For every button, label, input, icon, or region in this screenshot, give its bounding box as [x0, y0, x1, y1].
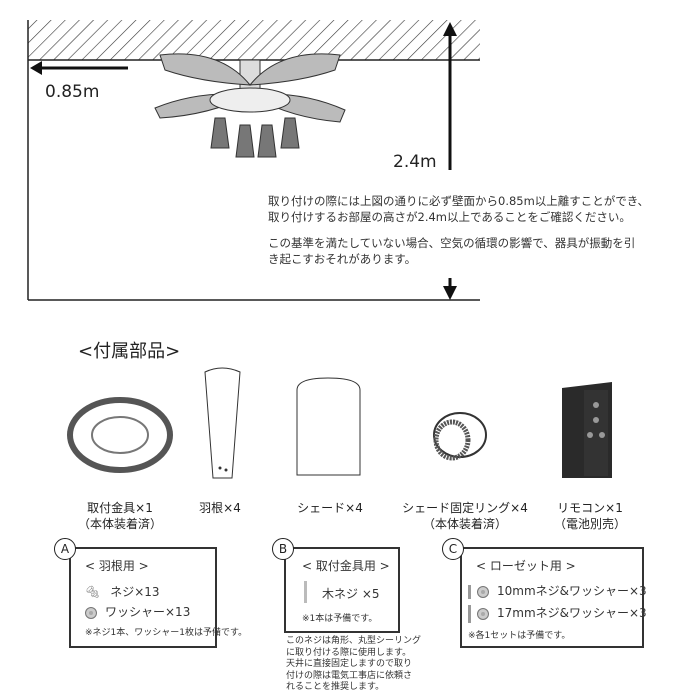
part-label: シェード×4	[297, 501, 363, 515]
badge-a: A	[54, 538, 76, 560]
kit-a-box: < 羽根用 > 🔩︎ネジ×13 ワッシャー×13 ※ネジ1本、ワッシャー1枚は予…	[69, 547, 247, 648]
installation-notice: 取り付けの際には上図の通りに必ず壁面から0.85m以上離すことができ、 取り付け…	[268, 193, 649, 267]
warning-line: この基準を満たしていない場合、空気の循環の影響で、器具が振動を引	[268, 236, 636, 250]
wall-distance-label: 0.85m	[45, 82, 100, 102]
wall-distance-arrow	[30, 61, 128, 75]
kit-title: < 羽根用 >	[85, 559, 149, 573]
height-arrow	[443, 22, 457, 300]
kit-item: ワッシャー×13	[85, 603, 190, 620]
washer-icon	[85, 606, 97, 619]
kit-title: < 取付金具用 >	[302, 559, 390, 573]
mounting-bracket-image	[67, 397, 173, 473]
notice-line: 取り付けの際には上図の通りに必ず壁面から0.85m以上離すことができ、	[268, 194, 649, 208]
part-label: 取付金具×1（本体装着済）	[77, 501, 162, 531]
kit-item: 🔩︎ネジ×13	[85, 585, 160, 599]
remote-control-image	[562, 382, 612, 478]
kit-c-box: < ローゼット用 > 10mmネジ&ワッシャー×3 17mmネジ&ワッシャー×3…	[460, 547, 647, 648]
kit-item: 木ネジ ×5	[322, 587, 380, 601]
ceiling-height-label: 2.4m	[393, 152, 437, 172]
installation-diagram	[27, 20, 480, 301]
kit-title: < ローゼット用 >	[476, 559, 576, 573]
warning-line: き起こすおそれがあります。	[268, 252, 417, 266]
badge-b: B	[272, 538, 294, 560]
parts-heading: <付属部品>	[78, 341, 181, 362]
kit-b-box: < 取付金具用 > 木ネジ ×5 ※1本は予備です。	[284, 547, 400, 633]
kit-item: 10mmネジ&ワッシャー×3	[468, 582, 647, 599]
kit-b-extra-note: このネジは角形、丸型シーリングに取り付ける際に使用します。天井に直接固定しますの…	[286, 636, 422, 692]
washer-icon	[477, 607, 489, 620]
notice-line: 取り付けするお部屋の高さが2.4m以上であることをご確認ください。	[268, 210, 631, 224]
kit-note: ※各1セットは予備です。	[468, 631, 571, 641]
badge-c: C	[442, 538, 464, 560]
part-label: 羽根×4	[199, 501, 241, 515]
shade-ring-image	[433, 412, 487, 461]
part-label: リモコン×1（電池別売）	[553, 501, 626, 531]
parts-illustrations	[67, 367, 612, 479]
kit-note: ※1本は予備です。	[302, 614, 378, 624]
blade-image	[204, 367, 241, 479]
screw-icon	[468, 604, 471, 623]
shade-image	[296, 377, 361, 476]
washer-icon	[477, 585, 489, 598]
wood-screw-icon	[304, 581, 307, 603]
ceiling-fan-illustration	[154, 53, 346, 158]
kit-item: 17mmネジ&ワッシャー×3	[468, 604, 647, 623]
ceiling-hatch	[28, 20, 480, 60]
screw-icon	[468, 584, 471, 599]
kit-note: ※ネジ1本、ワッシャー1枚は予備です。	[85, 628, 248, 638]
part-label: シェード固定リング×4（本体装着済）	[402, 501, 528, 531]
screw-icon: 🔩︎	[85, 585, 101, 599]
